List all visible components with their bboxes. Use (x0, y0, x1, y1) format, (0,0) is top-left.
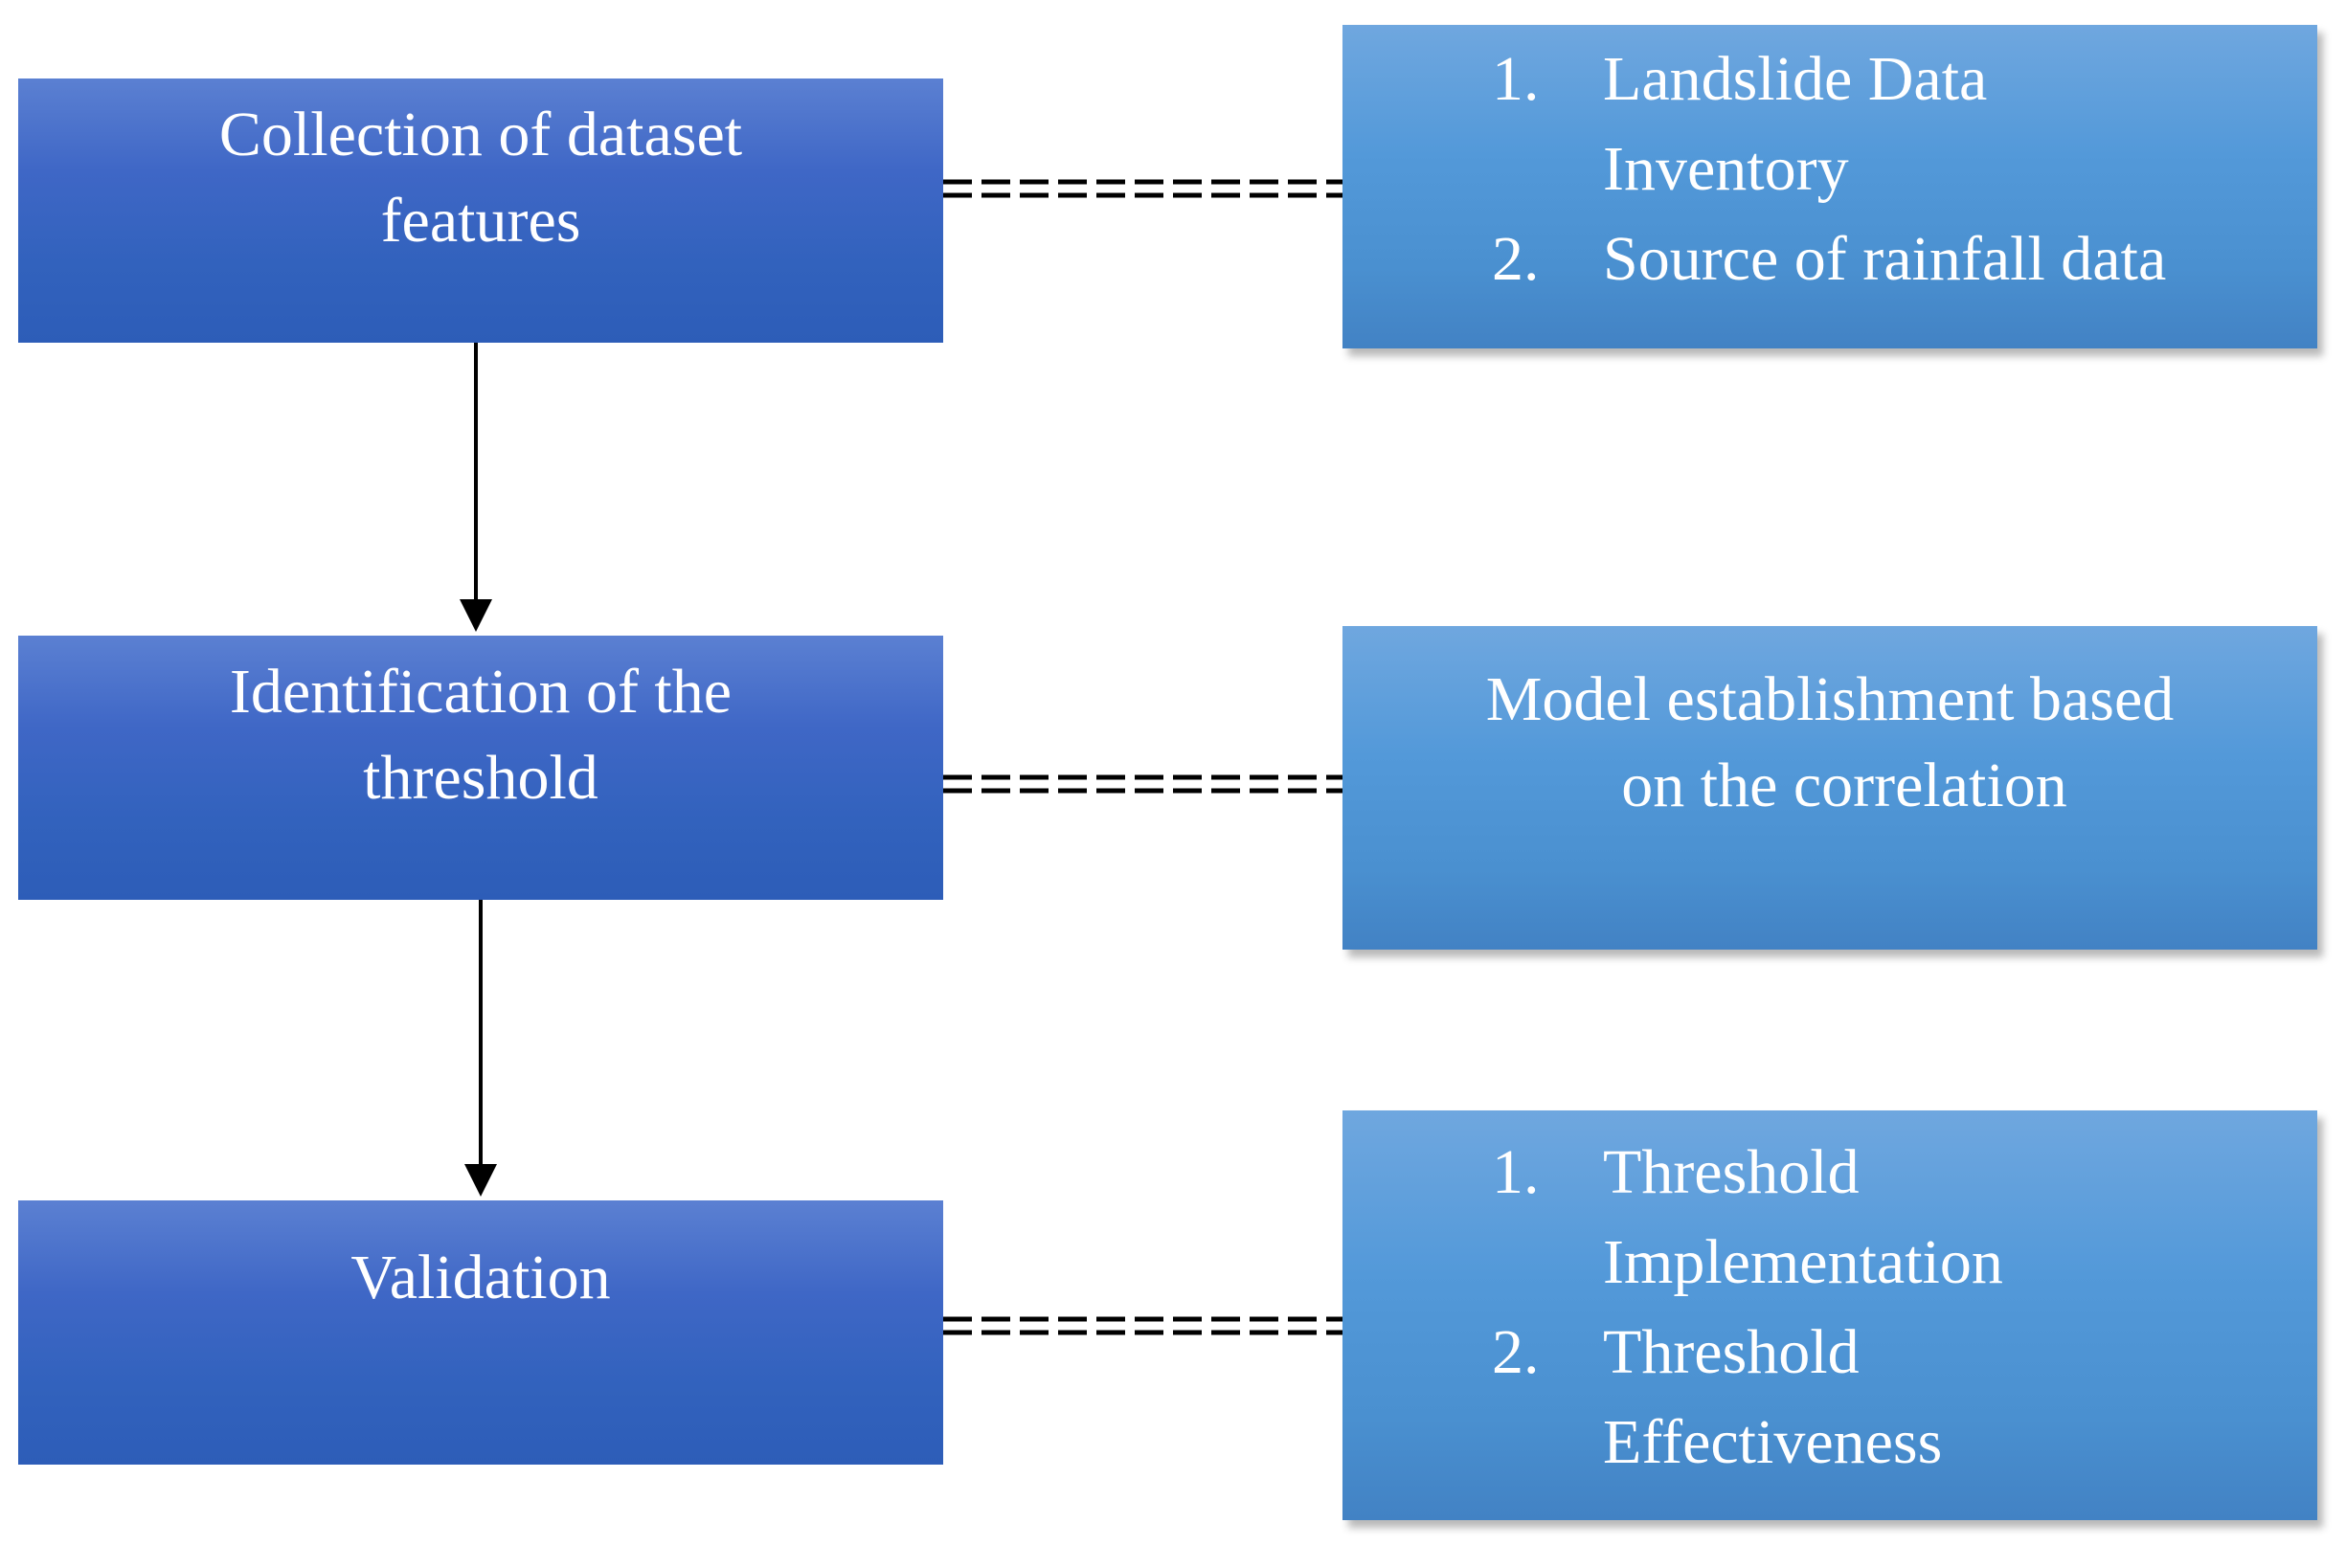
step-collection-line1: Collection of dataset (218, 100, 743, 169)
note-model-text: Model establishment based on the correla… (1342, 657, 2317, 829)
step-validation-box: Validation (18, 1200, 943, 1465)
list-number: 2. (1492, 224, 1540, 294)
note-validation-details: 1. Threshold Implementation 2. Threshold… (1342, 1110, 2317, 1520)
note-validation-list: 1. Threshold Implementation 2. Threshold… (1342, 1128, 2317, 1488)
list-item: 2. Threshold (1342, 1308, 2317, 1398)
list-item-line1: Source of rainfall data (1603, 224, 2167, 294)
list-item-continuation: Implementation (1342, 1218, 2317, 1308)
list-item-line1: Threshold (1603, 1137, 1860, 1207)
note-model-line1: Model establishment based (1485, 664, 2175, 734)
list-item: 1. Landslide Data (1342, 34, 2317, 124)
dashed-connector-3 (943, 1316, 1342, 1335)
note-model-line2: on the correlation (1621, 750, 2067, 820)
list-item-line2: Effectiveness (1603, 1407, 1943, 1477)
list-item-line2: Inventory (1603, 134, 1849, 204)
dashed-connector-1 (943, 179, 1342, 198)
arrowhead-step3 (464, 1164, 497, 1197)
dashed-connector-2 (943, 774, 1342, 794)
list-number: 2. (1492, 1317, 1540, 1387)
note-dataset-features: 1. Landslide Data Inventory 2. Source of… (1342, 25, 2317, 348)
note-dataset-list: 1. Landslide Data Inventory 2. Source of… (1342, 34, 2317, 304)
step-validation-line1: Validation (350, 1243, 611, 1312)
step-collection-line2: features (380, 186, 581, 256)
list-number: 1. (1492, 44, 1540, 114)
step-identification-box: Identification of the threshold (18, 636, 943, 900)
list-item-line1: Threshold (1603, 1317, 1860, 1387)
list-item: 2. Source of rainfall data (1342, 214, 2317, 304)
step-identification-line1: Identification of the (229, 657, 733, 727)
arrowhead-step2 (460, 599, 492, 632)
list-item: 1. Threshold (1342, 1128, 2317, 1218)
list-item-continuation: Effectiveness (1342, 1398, 2317, 1488)
step-identification-line2: threshold (363, 743, 598, 813)
list-item-line1: Landslide Data (1603, 44, 1988, 114)
list-item-continuation: Inventory (1342, 124, 2317, 214)
note-model-establishment: Model establishment based on the correla… (1342, 626, 2317, 950)
list-item-line2: Implementation (1603, 1227, 2003, 1297)
step-collection-box: Collection of dataset features (18, 78, 943, 343)
list-number: 1. (1492, 1137, 1540, 1207)
